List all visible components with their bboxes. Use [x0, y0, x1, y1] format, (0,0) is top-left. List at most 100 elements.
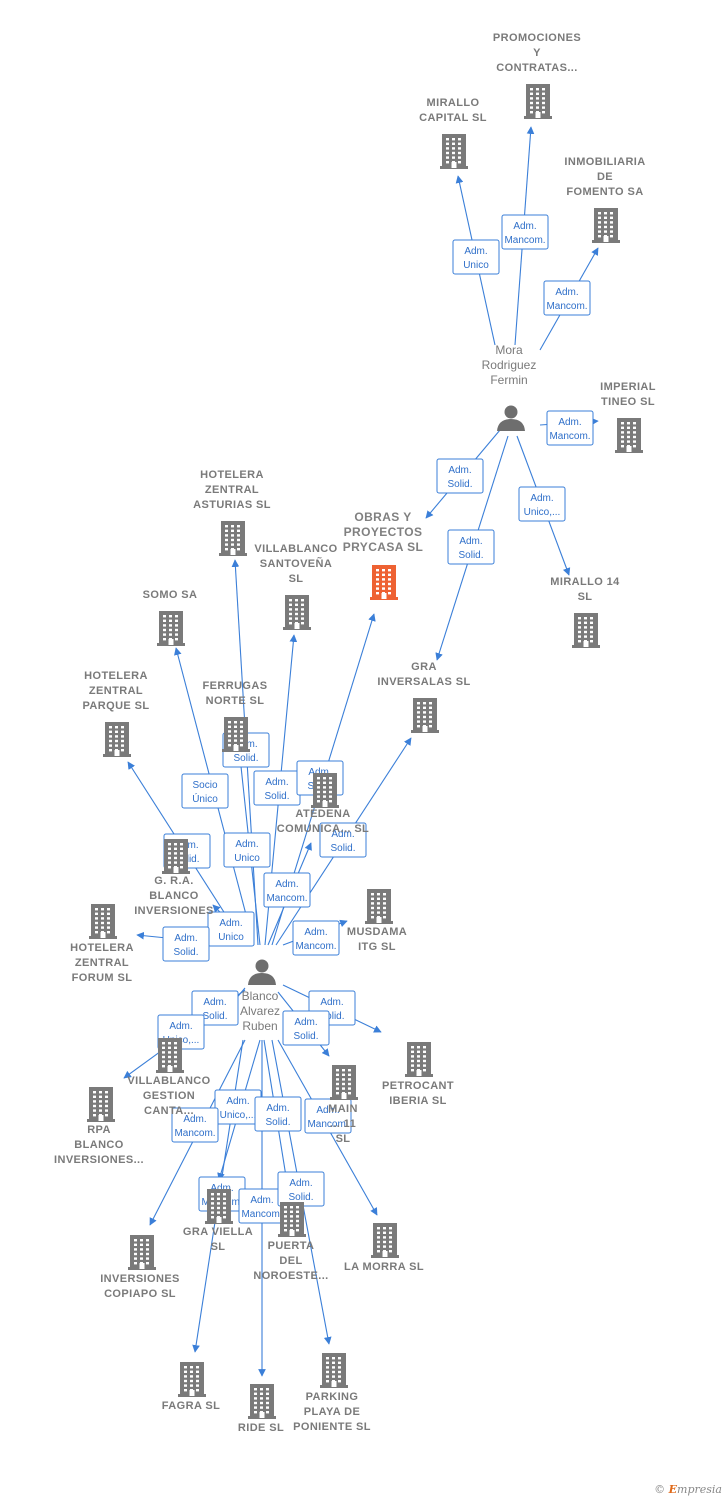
company-node-somo[interactable]: SOMO SA — [143, 589, 198, 646]
somo-building-icon[interactable] — [157, 611, 185, 646]
company-node-ride[interactable]: RIDE SL — [238, 1384, 284, 1434]
relation-label-text: Unico,... — [524, 507, 561, 518]
copiapo-building-icon[interactable] — [128, 1235, 156, 1270]
relation-label-mora-to-gra_inversalas[interactable]: Adm.Solid. — [447, 529, 495, 565]
brand-footer[interactable]: © Empresia — [654, 1483, 722, 1496]
petrocant-building-icon[interactable] — [405, 1042, 433, 1077]
hotelera_asturias-building-icon[interactable] — [219, 521, 247, 556]
fagra-building-icon[interactable] — [178, 1362, 206, 1397]
relation-label-blanco-to-copiapo[interactable]: Adm.Mancom. — [171, 1107, 219, 1143]
hotelera_forum-building-icon[interactable] — [89, 904, 117, 939]
company-label-la_morra-line: LA MORRA SL — [344, 1261, 424, 1273]
company-node-la_morra[interactable]: LA MORRA SL — [344, 1223, 424, 1273]
promociones-building-icon[interactable] — [524, 84, 552, 119]
mirallo14-building-icon[interactable] — [572, 613, 600, 648]
mirallo_capital-building-icon[interactable] — [440, 134, 468, 169]
relation-label-box — [292, 920, 340, 956]
company-label-petrocant-line: PETROCANT — [382, 1080, 454, 1092]
hotelera_parque-building-icon[interactable] — [103, 722, 131, 757]
relation-label-mora-to-inmobiliaria[interactable]: Adm.Mancom. — [543, 280, 591, 316]
relation-label-text: Solid. — [288, 1192, 313, 1203]
inmobiliaria-building-icon[interactable] — [592, 208, 620, 243]
gra_blanco-building-icon[interactable] — [162, 839, 190, 874]
relation-label-text: Adm. — [558, 417, 581, 428]
imperial-building-icon[interactable] — [615, 418, 643, 453]
atedena-building-icon[interactable] — [311, 773, 339, 808]
company-label-musdama-line: ITG SL — [358, 941, 396, 953]
la_morra-building-icon[interactable] — [371, 1223, 399, 1258]
relation-label-blanco-to-main11[interactable]: Adm.Solid. — [282, 1010, 330, 1046]
mora-person-icon[interactable] — [497, 405, 525, 432]
relation-label-blanco-to-hotelera_forum[interactable]: Adm.Solid. — [162, 926, 210, 962]
company-node-fagra[interactable]: FAGRA SL — [162, 1362, 220, 1412]
rpa-building-icon[interactable] — [87, 1087, 115, 1122]
relation-label-blanco-to-la_morra[interactable]: Adm.Mancom. — [304, 1098, 352, 1134]
parking-building-icon[interactable] — [320, 1353, 348, 1388]
gra_viella-building-icon[interactable] — [205, 1189, 233, 1224]
relation-label-mora-to-promociones[interactable]: Adm.Mancom. — [501, 214, 549, 250]
ferrugas-building-icon[interactable] — [222, 717, 250, 752]
obras-building-icon[interactable] — [370, 565, 398, 600]
relation-label-mora-to-obras[interactable]: Adm.Solid. — [436, 458, 484, 494]
relation-label-blanco-to-villablanco_sant[interactable]: Adm.Solid. — [253, 770, 301, 806]
relation-label-text: Mancom. — [504, 235, 545, 246]
relation-label-blanco-to-puerta[interactable]: Adm.Solid. — [254, 1096, 302, 1132]
company-label-mirallo_capital-line: MIRALLO — [427, 97, 480, 109]
relation-label-mora-to-imperial[interactable]: Adm.Mancom. — [546, 410, 594, 446]
relation-label-mora-to-mirallo14[interactable]: Adm.Unico,... — [518, 486, 566, 522]
relation-label-blanco-to-atedena[interactable]: Adm.Mancom. — [263, 872, 311, 908]
relation-label-text: Solid. — [264, 791, 289, 802]
villablanco_sant-building-icon[interactable] — [283, 595, 311, 630]
relation-label-blanco-to-parking[interactable]: Adm.Solid. — [277, 1171, 325, 1207]
relation-label-blanco-to-gra_blanco[interactable]: Adm.Unico — [207, 911, 255, 947]
musdama-building-icon[interactable] — [365, 889, 393, 924]
relation-label-mora-to-mirallo_capital[interactable]: Adm.Unico — [452, 239, 500, 275]
ride-building-icon[interactable] — [248, 1384, 276, 1419]
company-label-fagra: FAGRA SL — [162, 1400, 220, 1412]
company-label-villablanco_sant-line: VILLABLANCO — [254, 543, 337, 555]
edges-layer — [123, 126, 599, 1377]
relation-label-box — [263, 872, 311, 908]
relation-label-text: Adm. — [235, 839, 258, 850]
relation-label-blanco-to-musdama[interactable]: Adm.Mancom. — [292, 920, 340, 956]
relation-label-blanco-to-ferrugas[interactable]: Adm.Unico — [223, 832, 271, 868]
relation-label-text: Adm. — [219, 918, 242, 929]
puerta-building-icon[interactable] — [278, 1202, 306, 1237]
gra_inversalas-building-icon[interactable] — [411, 698, 439, 733]
main11-building-icon[interactable] — [330, 1065, 358, 1100]
company-label-hotelera_parque-line: ZENTRAL — [89, 685, 143, 697]
relation-label-blanco-to-gra_inversalas[interactable]: Adm.Solid. — [319, 822, 367, 858]
relation-label-box — [223, 832, 271, 868]
villablanco_gest-building-icon[interactable] — [156, 1038, 184, 1073]
relation-label-blanco-to-gra_viella[interactable]: Adm.Unico,... — [214, 1089, 262, 1125]
blanco-person-icon[interactable] — [248, 959, 276, 986]
